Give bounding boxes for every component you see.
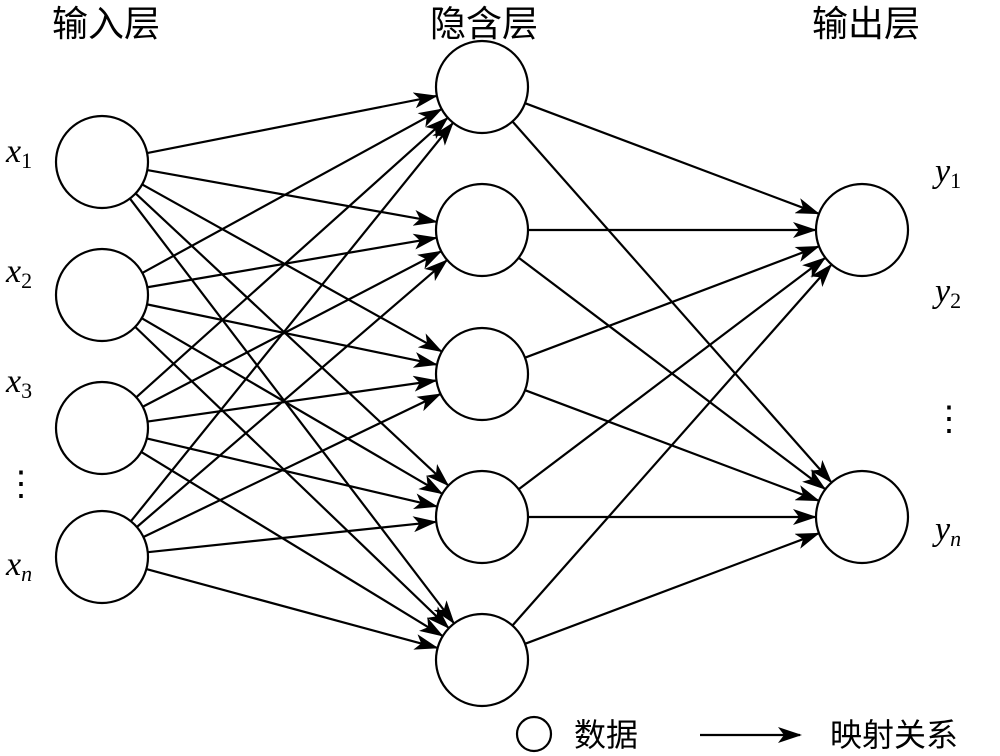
input-node-4 — [54, 509, 150, 605]
output-ellipsis: ⋮ — [932, 401, 966, 438]
edge-hidden-4-output-1 — [518, 257, 827, 491]
edge-input-3-hidden-2 — [142, 250, 443, 408]
edge-input-3-hidden-4 — [146, 437, 439, 510]
input-ellipsis: ⋮ — [4, 466, 38, 503]
edge-input-2-hidden-4 — [141, 317, 444, 495]
input-label-x3: x3 — [5, 363, 32, 403]
edge-input-4-hidden-2 — [136, 259, 448, 528]
hidden-node-4 — [434, 469, 530, 565]
edge-input-2-hidden-5 — [134, 326, 450, 629]
legend: 数据 映射关系 — [515, 715, 958, 754]
output-label-yn: yn — [932, 511, 961, 551]
edge-hidden-5-output-2 — [524, 532, 820, 645]
output-label-y2: y2 — [932, 273, 961, 313]
edge-input-3-hidden-5 — [140, 451, 444, 637]
hidden-layer-title: 隐含层 — [430, 4, 538, 45]
output-labels: y1 y2 ⋮ yn — [932, 153, 966, 551]
edge-hidden-5-output-1 — [511, 263, 833, 627]
legend-node-symbol — [515, 715, 553, 753]
edge-input-1-hidden-4 — [134, 192, 450, 487]
edge-hidden-1-output-1 — [524, 102, 820, 215]
edge-input-3-hidden-1 — [135, 117, 449, 399]
output-label-y1: y1 — [932, 153, 961, 193]
input-layer-title: 输入层 — [52, 4, 160, 45]
edge-input-1-hidden-3 — [141, 183, 443, 353]
edge-input-2-hidden-1 — [141, 108, 443, 274]
edge-input-2-hidden-2 — [147, 233, 438, 289]
output-node-1 — [814, 182, 910, 278]
legend-arrow-label: 映射关系 — [830, 716, 958, 754]
edge-input-4-hidden-1 — [130, 121, 454, 522]
edge-input-4-hidden-5 — [146, 567, 439, 650]
edge-input-1-hidden-5 — [129, 197, 455, 625]
edge-input-4-hidden-4 — [147, 516, 438, 554]
input-labels: x1 x2 x3 ⋮ xn — [4, 133, 38, 586]
output-layer-title: 输出层 — [812, 4, 920, 45]
hidden-node-3 — [434, 326, 530, 422]
output-node-2 — [814, 469, 910, 565]
edge-input-2-hidden-3 — [146, 303, 438, 368]
input-label-x1: x1 — [5, 133, 32, 173]
input-label-xn: xn — [5, 546, 32, 586]
input-label-x2: x2 — [5, 253, 32, 293]
input-node-3 — [54, 380, 150, 476]
hidden-node-1 — [434, 39, 530, 135]
edge-hidden-3-output-1 — [524, 245, 820, 359]
hidden-node-2 — [434, 182, 530, 278]
connection-edges — [129, 92, 833, 650]
edge-input-3-hidden-3 — [147, 375, 438, 423]
edge-input-1-hidden-1 — [146, 92, 438, 155]
legend-node-label: 数据 — [574, 716, 638, 754]
edge-input-1-hidden-2 — [147, 169, 438, 226]
hidden-node-5 — [434, 612, 530, 708]
input-node-1 — [54, 114, 150, 210]
nodes — [54, 39, 910, 708]
edge-input-4-hidden-3 — [142, 393, 442, 539]
input-node-2 — [54, 247, 150, 343]
